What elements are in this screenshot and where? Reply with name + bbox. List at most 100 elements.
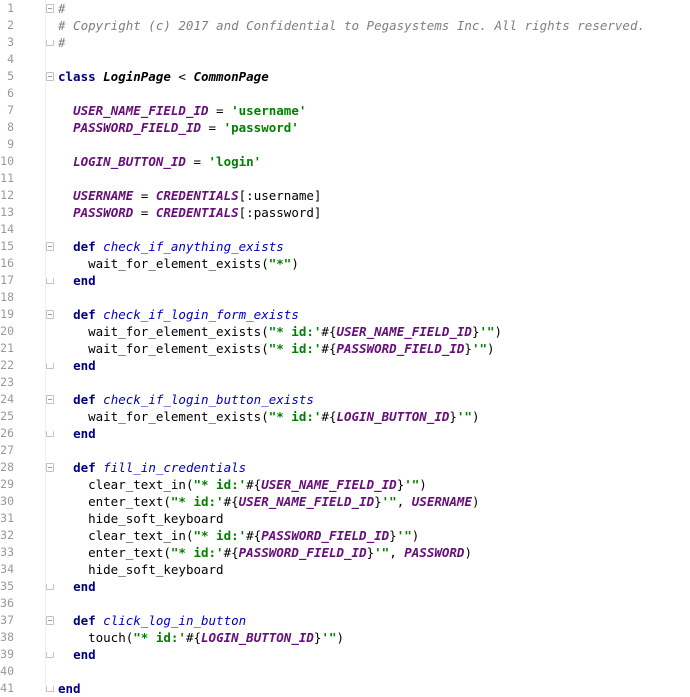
code-line[interactable]: 37 def click_log_in_button bbox=[0, 612, 690, 629]
code-line[interactable]: 23 bbox=[0, 374, 690, 391]
code-token: clear_text_in( bbox=[88, 528, 194, 543]
code-token: check_if_anything_exists bbox=[103, 239, 284, 254]
code-token: PASSWORD_FIELD_ID bbox=[73, 120, 201, 135]
line-number: 1 bbox=[7, 1, 14, 15]
fold-end-icon[interactable] bbox=[46, 584, 54, 590]
code-line[interactable]: 33 enter_text("* id:'#{PASSWORD_FIELD_ID… bbox=[0, 544, 690, 561]
code-line[interactable]: 26 end bbox=[0, 425, 690, 442]
code-line[interactable]: 25 wait_for_element_exists("* id:'#{LOGI… bbox=[0, 408, 690, 425]
code-token: '" bbox=[396, 528, 412, 543]
code-line[interactable]: 9 bbox=[0, 136, 690, 153]
code-line[interactable]: 18 bbox=[0, 289, 690, 306]
code-line[interactable]: 17 end bbox=[0, 272, 690, 289]
fold-collapse-icon[interactable] bbox=[46, 72, 54, 81]
code-line[interactable]: 24 def check_if_login_button_exists bbox=[0, 391, 690, 408]
code-token: '" bbox=[321, 630, 337, 645]
code-line[interactable]: 28 def fill_in_credentials bbox=[0, 459, 690, 476]
code-token: ) bbox=[291, 256, 299, 271]
code-line[interactable]: 1# bbox=[0, 0, 690, 17]
fold-end-icon[interactable] bbox=[46, 652, 54, 658]
line-number: 12 bbox=[0, 188, 14, 202]
line-number: 4 bbox=[7, 52, 14, 66]
code-line[interactable]: 36 bbox=[0, 595, 690, 612]
code-line[interactable]: 8 PASSWORD_FIELD_ID = 'password' bbox=[0, 119, 690, 136]
code-line[interactable]: 27 bbox=[0, 442, 690, 459]
code-line[interactable]: 35 end bbox=[0, 578, 690, 595]
fold-collapse-icon[interactable] bbox=[46, 310, 54, 319]
code-line[interactable]: 34 hide_soft_keyboard bbox=[0, 561, 690, 578]
code-token: LoginPage bbox=[103, 69, 171, 84]
code-token: # bbox=[58, 35, 66, 50]
fold-end-icon[interactable] bbox=[46, 40, 54, 46]
fold-end-icon[interactable] bbox=[46, 431, 54, 437]
code-token: wait_for_element_exists( bbox=[88, 341, 269, 356]
code-token: "* id:' bbox=[193, 477, 247, 492]
code-token: end bbox=[58, 681, 81, 696]
fold-collapse-icon[interactable] bbox=[46, 395, 54, 404]
code-token: '" bbox=[381, 494, 397, 509]
code-text: def click_log_in_button bbox=[58, 612, 246, 629]
code-line[interactable]: 39 end bbox=[0, 646, 690, 663]
code-line[interactable]: 21 wait_for_element_exists("* id:'#{PASS… bbox=[0, 340, 690, 357]
code-line[interactable]: 15 def check_if_anything_exists bbox=[0, 238, 690, 255]
indent bbox=[58, 273, 73, 288]
line-number: 20 bbox=[0, 324, 14, 338]
code-token: , bbox=[396, 494, 412, 509]
fold-end-icon[interactable] bbox=[46, 278, 54, 284]
code-text: end bbox=[58, 357, 96, 374]
code-line[interactable]: 6 bbox=[0, 85, 690, 102]
code-token: } bbox=[396, 477, 405, 492]
code-text: LOGIN_BUTTON_ID = 'login' bbox=[58, 153, 261, 170]
code-line[interactable]: 16 wait_for_element_exists("*") bbox=[0, 255, 690, 272]
code-token: '" bbox=[374, 545, 390, 560]
indent bbox=[58, 188, 73, 203]
code-line[interactable]: 31 hide_soft_keyboard bbox=[0, 510, 690, 527]
code-token: USER_NAME_FIELD_ID bbox=[336, 324, 472, 339]
indent bbox=[58, 239, 73, 254]
code-text: hide_soft_keyboard bbox=[58, 510, 223, 527]
fold-collapse-icon[interactable] bbox=[46, 242, 54, 251]
code-line[interactable]: 32 clear_text_in("* id:'#{PASSWORD_FIELD… bbox=[0, 527, 690, 544]
code-token: USER_NAME_FIELD_ID bbox=[261, 477, 397, 492]
fold-end-icon[interactable] bbox=[46, 686, 54, 692]
code-line[interactable]: 4 bbox=[0, 51, 690, 68]
code-token: enter_text( bbox=[88, 545, 171, 560]
code-line[interactable]: 29 clear_text_in("* id:'#{USER_NAME_FIEL… bbox=[0, 476, 690, 493]
fold-collapse-icon[interactable] bbox=[46, 463, 54, 472]
code-line[interactable]: 22 end bbox=[0, 357, 690, 374]
code-line[interactable]: 10 LOGIN_BUTTON_ID = 'login' bbox=[0, 153, 690, 170]
code-text: end bbox=[58, 646, 96, 663]
code-token: USERNAME bbox=[73, 188, 134, 203]
fold-collapse-icon[interactable] bbox=[46, 4, 54, 13]
fold-end-icon[interactable] bbox=[46, 363, 54, 369]
indent bbox=[58, 494, 88, 509]
code-line[interactable]: 40 bbox=[0, 663, 690, 680]
code-text: end bbox=[58, 272, 96, 289]
code-line[interactable]: 7 USER_NAME_FIELD_ID = 'username' bbox=[0, 102, 690, 119]
code-line[interactable]: 12 USERNAME = CREDENTIALS[:username] bbox=[0, 187, 690, 204]
code-token: CommonPage bbox=[193, 69, 269, 84]
code-text: wait_for_element_exists("* id:'#{LOGIN_B… bbox=[58, 408, 479, 425]
code-line[interactable]: 2# Copyright (c) 2017 and Confidential t… bbox=[0, 17, 690, 34]
indent bbox=[58, 307, 73, 322]
line-number: 28 bbox=[0, 460, 14, 474]
code-line[interactable]: 30 enter_text("* id:'#{USER_NAME_FIELD_I… bbox=[0, 493, 690, 510]
code-line[interactable]: 11 bbox=[0, 170, 690, 187]
code-line[interactable]: 14 bbox=[0, 221, 690, 238]
code-line[interactable]: 38 touch("* id:'#{LOGIN_BUTTON_ID}'") bbox=[0, 629, 690, 646]
code-token: def bbox=[73, 460, 104, 475]
code-line[interactable]: 13 PASSWORD = CREDENTIALS[:password] bbox=[0, 204, 690, 221]
code-token: end bbox=[73, 426, 96, 441]
code-text: def check_if_login_form_exists bbox=[58, 306, 299, 323]
code-token: , bbox=[389, 545, 405, 560]
code-token: PASSWORD bbox=[404, 545, 465, 560]
code-line[interactable]: 3# bbox=[0, 34, 690, 51]
line-number: 2 bbox=[7, 18, 14, 32]
fold-collapse-icon[interactable] bbox=[46, 616, 54, 625]
code-line[interactable]: 19 def check_if_login_form_exists bbox=[0, 306, 690, 323]
code-line[interactable]: 20 wait_for_element_exists("* id:'#{USER… bbox=[0, 323, 690, 340]
indent bbox=[58, 647, 73, 662]
